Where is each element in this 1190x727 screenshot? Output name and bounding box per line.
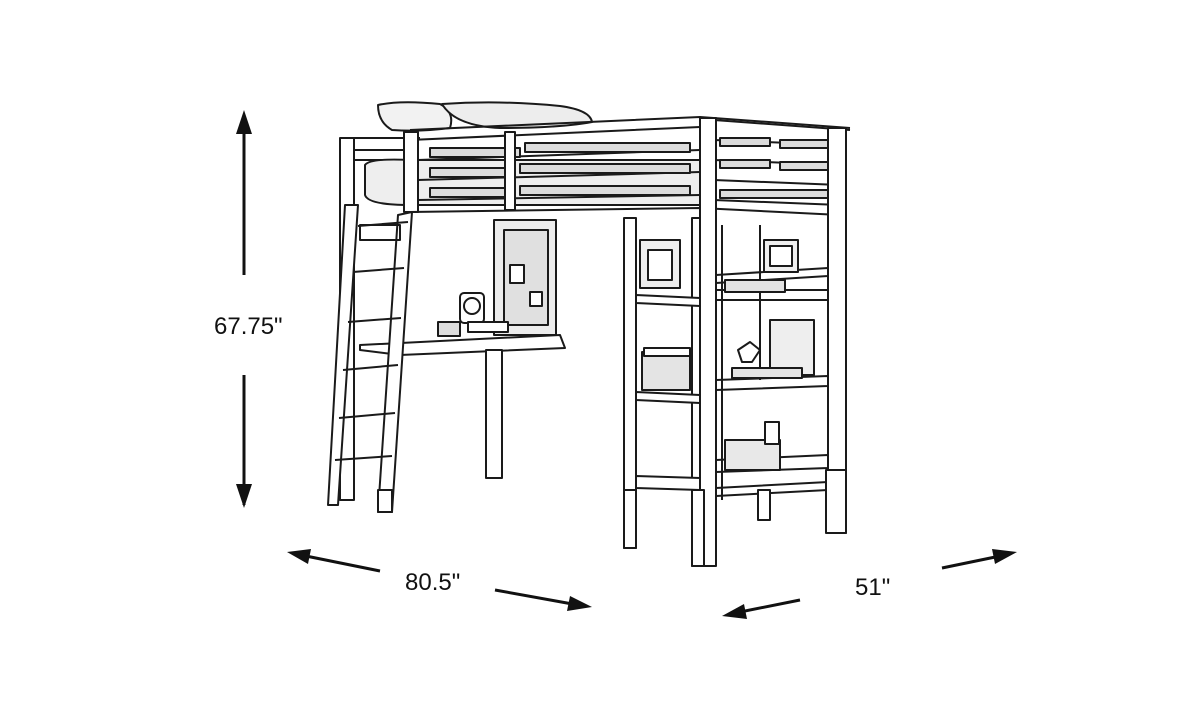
laptop — [769, 319, 815, 376]
photo-frame-inner — [769, 245, 793, 267]
desk-top — [359, 334, 566, 356]
storage-box-top — [643, 347, 691, 357]
desk-leg-front — [485, 349, 503, 479]
ladder-foot — [377, 489, 393, 513]
width-dimension-label: 80.5" — [405, 569, 461, 596]
pillow — [377, 101, 453, 132]
desk-clock-face — [463, 297, 481, 315]
pillow-2 — [441, 101, 593, 129]
front-left-lower-frame — [359, 224, 401, 241]
toy-figure — [737, 341, 761, 363]
height-arrow-top-head — [236, 110, 252, 134]
bookcase-right-back-post — [757, 489, 771, 521]
pinned-note-2 — [529, 291, 543, 307]
bed-side-rail — [409, 126, 701, 201]
width-arrow — [295, 552, 579, 607]
front-guardrail — [429, 142, 691, 198]
jar — [764, 421, 780, 445]
bed-base-rail — [409, 207, 841, 216]
bookcase-left-leg — [623, 489, 637, 549]
bookcase-left-shelves — [635, 294, 701, 491]
middle-rail-post — [504, 131, 516, 211]
right-end-slats — [719, 137, 831, 199]
width-arrow-right-head — [567, 596, 592, 611]
height-dimension-label: 67.75" — [214, 313, 283, 340]
width-arrow-left-head — [287, 549, 311, 564]
right-end-rails — [713, 119, 851, 206]
front-right-post — [699, 117, 717, 567]
height-arrow-bottom-head — [236, 484, 252, 508]
bookcase-mid-leg — [691, 489, 705, 567]
depth-arrow-left-head — [722, 604, 747, 619]
storage-box — [641, 351, 691, 391]
pinned-note — [509, 264, 525, 284]
shelf-tray — [731, 367, 803, 379]
books-stack — [724, 279, 786, 293]
loft-bed-illustration — [327, 101, 851, 567]
front-left-bed-post — [403, 131, 419, 213]
magazine-inner — [647, 249, 673, 281]
desk-box — [467, 321, 509, 333]
depth-dimension-label: 51" — [855, 574, 891, 601]
desk-camera — [437, 321, 461, 337]
right-bottom-leg — [825, 469, 847, 534]
depth-arrow-right-head — [992, 549, 1017, 564]
